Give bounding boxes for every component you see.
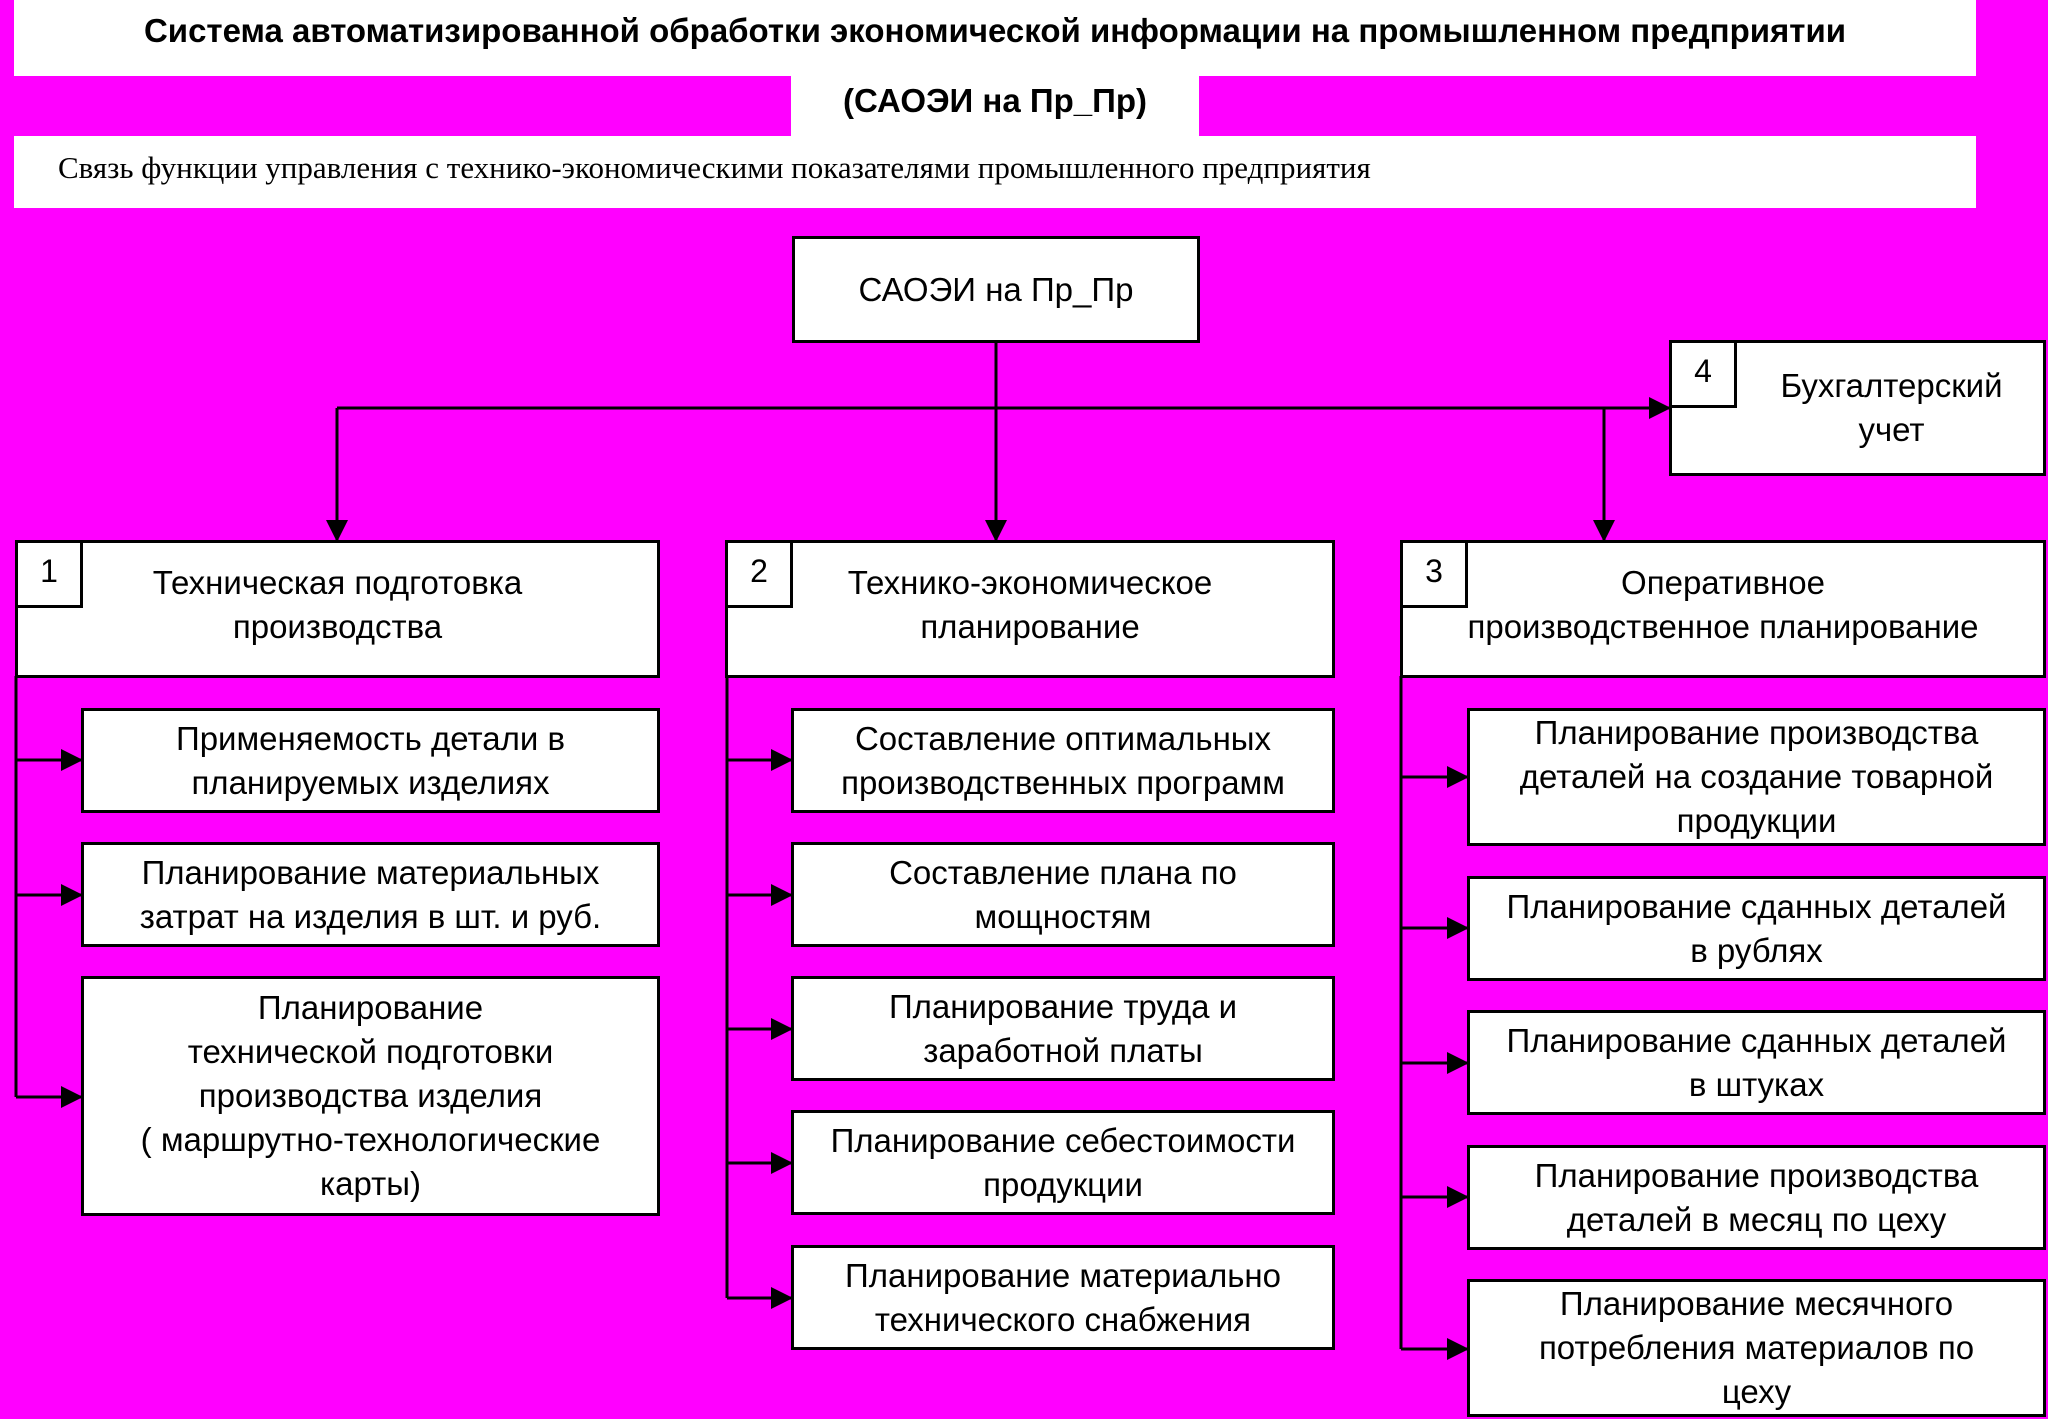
branch-3-number: 3 — [1400, 540, 1468, 608]
branch-2-label: Технико-экономическое планирование — [847, 564, 1213, 645]
item-label: Применяемость детали в планируемых издел… — [175, 719, 565, 801]
item-label: Составление плана по мощностям — [889, 853, 1237, 935]
item-label: Составление оптимальных производственных… — [841, 719, 1285, 801]
subtitle-band: (САОЭИ на Пр_Пр) — [791, 76, 1199, 136]
branch-2-node: 2 Технико-экономическое планирование — [725, 540, 1335, 678]
branch-3-item-4: Планирование производства деталей в меся… — [1467, 1145, 2046, 1250]
branch-3-item-1: Планирование производства деталей на соз… — [1467, 708, 2046, 846]
branch-2-number: 2 — [725, 540, 793, 608]
branch-3-item-5: Планирование месячного потребления матер… — [1467, 1279, 2046, 1417]
accounting-label: Бухгалтерский учет — [1780, 367, 2003, 448]
branch-2-item-1: Составление оптимальных производственных… — [791, 708, 1335, 813]
item-label: Планирование материальных затрат на изде… — [139, 853, 602, 935]
item-label: Планирование производства деталей на соз… — [1519, 714, 1994, 839]
branch-1-label: Техническая подготовка производства — [152, 564, 523, 645]
branch-1-item-1: Применяемость детали в планируемых издел… — [81, 708, 660, 813]
diagram-title: Система автоматизированной обработки эко… — [143, 12, 1847, 49]
branch-3-item-3: Планирование сданных деталей в штуках — [1467, 1010, 2046, 1115]
branch-1-item-3: Планирование технической подготовки прои… — [81, 976, 660, 1216]
item-label: Планирование материально технического сн… — [845, 1256, 1281, 1338]
item-label: Планирование себестоимости продукции — [830, 1121, 1296, 1203]
root-node: САОЭИ на Пр_Пр — [792, 236, 1200, 343]
branch-2-item-4: Планирование себестоимости продукции — [791, 1110, 1335, 1215]
item-label: Планирование месячного потребления матер… — [1538, 1285, 1975, 1410]
branch-1-number: 1 — [15, 540, 83, 608]
diagram-subtitle: (САОЭИ на Пр_Пр) — [843, 82, 1147, 119]
item-label: Планирование производства деталей в меся… — [1534, 1156, 1979, 1238]
accounting-number: 4 — [1669, 340, 1737, 408]
item-label: Планирование технической подготовки прои… — [140, 989, 601, 1202]
branch-3-item-2: Планирование сданных деталей в рублях — [1467, 876, 2046, 981]
branch-1-item-2: Планирование материальных затрат на изде… — [81, 842, 660, 947]
diagram-caption: Связь функции управления с технико-эконо… — [58, 150, 1371, 185]
branch-3-label: Оперативное производственное планировани… — [1467, 564, 1979, 645]
branch-2-item-2: Составление плана по мощностям — [791, 842, 1335, 947]
title-band: Система автоматизированной обработки эко… — [14, 0, 1976, 76]
item-label: Планирование труда и заработной платы — [888, 987, 1238, 1069]
item-label: Планирование сданных деталей в штуках — [1506, 1021, 2007, 1103]
branch-1-node: 1 Техническая подготовка производства — [15, 540, 660, 678]
caption-band: Связь функции управления с технико-эконо… — [14, 136, 1976, 208]
root-label: САОЭИ на Пр_Пр — [858, 270, 1134, 308]
item-label: Планирование сданных деталей в рублях — [1506, 887, 2007, 969]
accounting-node: 4 Бухгалтерский учет — [1669, 340, 2046, 476]
branch-2-item-3: Планирование труда и заработной платы — [791, 976, 1335, 1081]
branch-2-item-5: Планирование материально технического сн… — [791, 1245, 1335, 1350]
branch-3-node: 3 Оперативное производственное планирова… — [1400, 540, 2046, 678]
